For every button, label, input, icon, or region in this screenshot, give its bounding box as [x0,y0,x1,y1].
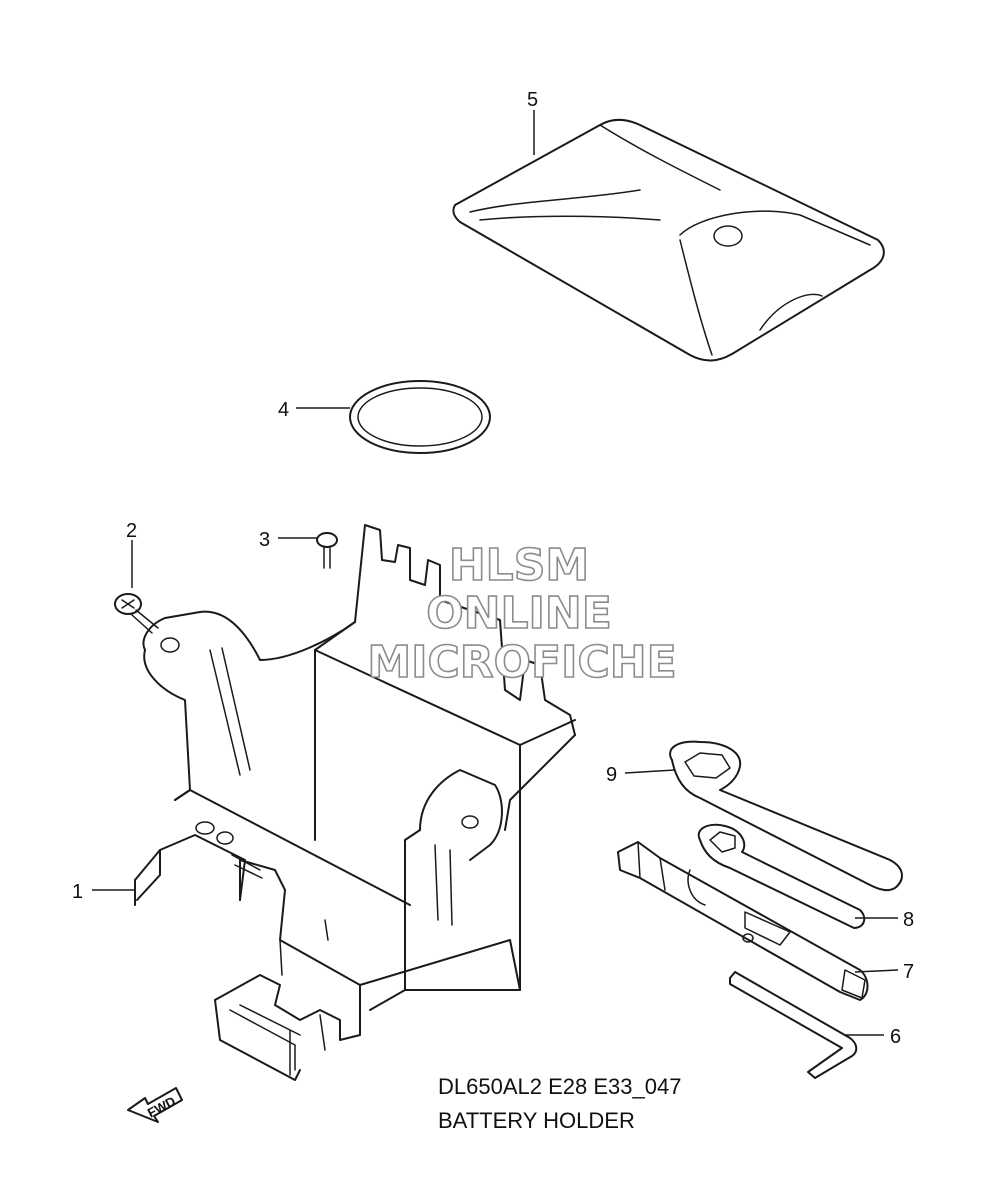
part-9-ring-spanner [669,740,903,892]
callout-3: 3 [259,529,270,551]
callout-9: 9 [606,764,617,786]
callout-6: 6 [890,1026,901,1048]
callout-4: 4 [278,399,289,421]
part-4-rubber-band [349,380,491,454]
callout-8: 8 [903,909,914,931]
leader-lines [92,110,899,1036]
diagram-caption: DL650AL2 E28 E33_047 BATTERY HOLDER [438,1074,681,1133]
watermark-line-2: ONLINE [426,588,612,639]
callout-2: 2 [126,520,137,542]
part-3-screw [316,532,338,569]
watermark-line-1: HLSM [449,540,589,591]
callout-7: 7 [903,961,914,983]
callout-numbers: 5 4 3 2 1 9 8 7 6 [72,89,914,1048]
part-5-tool-bag [452,118,885,362]
part-6-hex-key [729,971,858,1079]
watermark: HLSM ONLINE MICROFICHE [367,539,678,689]
diagram-title: BATTERY HOLDER [438,1108,635,1133]
part-8-small-spanner [697,823,866,929]
part-1-battery-holder [134,524,576,1081]
part-7-box-wrench [617,841,869,1001]
callout-5: 5 [527,89,538,111]
fwd-arrow-icon: FWD [127,1087,183,1123]
fwd-label: FWD [145,1093,178,1120]
callout-1: 1 [72,881,83,903]
watermark-line-3: MICROFICHE [367,637,676,688]
model-code: DL650AL2 E28 E33_047 [438,1074,681,1099]
